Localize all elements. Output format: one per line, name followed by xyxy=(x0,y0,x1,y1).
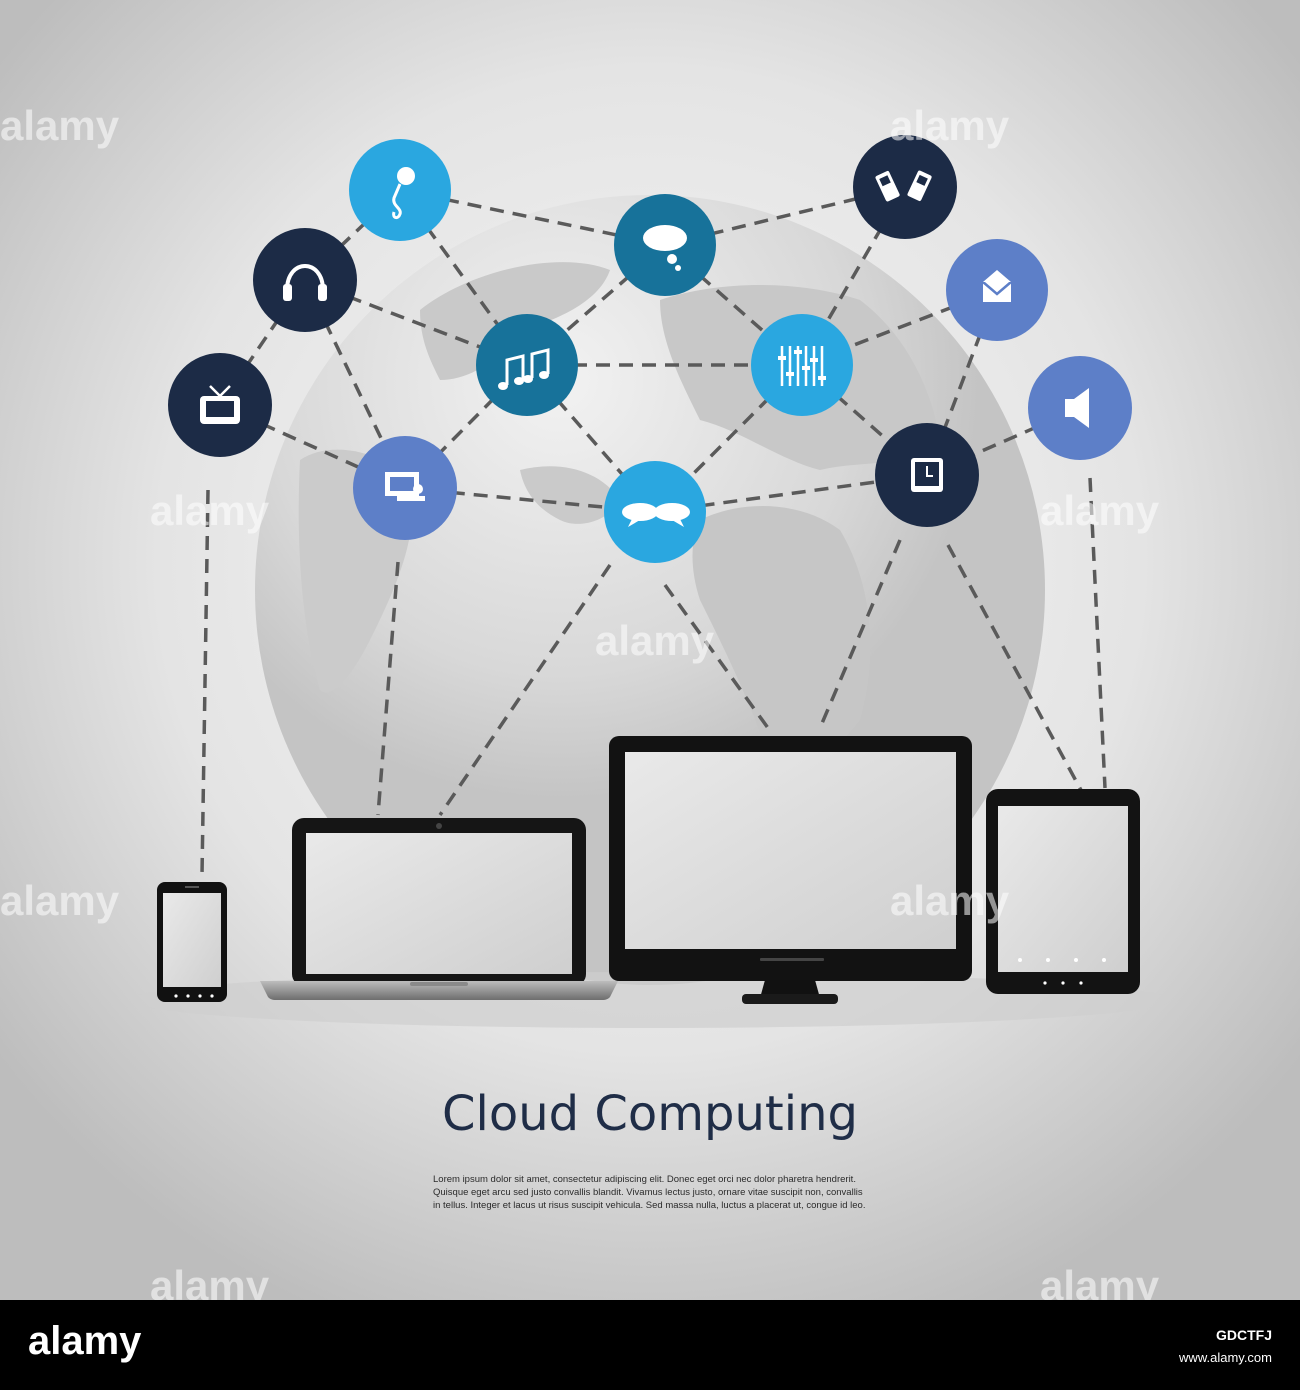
watermark: alamy xyxy=(0,877,120,924)
watermark: alamy xyxy=(1040,487,1160,534)
music-notes-icon[interactable] xyxy=(476,314,578,416)
headphones-icon[interactable] xyxy=(253,228,357,332)
microphone-icon[interactable] xyxy=(349,139,451,241)
watermark: alamy xyxy=(150,487,270,534)
footer-brand[interactable]: alamy xyxy=(28,1319,142,1363)
body-line: in tellus. Integer et lacus ut risus sus… xyxy=(433,1200,865,1211)
laptop[interactable] xyxy=(260,818,618,1000)
page-title: Cloud Computing xyxy=(442,1086,858,1142)
mobile-phones-icon[interactable] xyxy=(853,135,957,239)
watermark: alamy xyxy=(595,617,715,664)
body-line: Quisque eget arcu sed justo convallis bl… xyxy=(433,1187,863,1198)
speaker-icon[interactable] xyxy=(1028,356,1132,460)
watermark: alamy xyxy=(890,102,1010,149)
thought-bubble-icon[interactable] xyxy=(614,194,716,296)
smartphone[interactable] xyxy=(157,882,227,1002)
body-text: Lorem ipsum dolor sit amet, consectetur … xyxy=(433,1174,865,1211)
tablet[interactable] xyxy=(986,789,1140,994)
watermark: alamy xyxy=(0,102,120,149)
clock-icon[interactable] xyxy=(875,423,979,527)
watermark: alamy xyxy=(890,877,1010,924)
footer-image-id: GDCTFJ xyxy=(1216,1327,1272,1343)
mixer-sliders-icon[interactable] xyxy=(751,314,853,416)
footer-bar: alamy GDCTFJ www.alamy.com xyxy=(0,1300,1300,1390)
body-line: Lorem ipsum dolor sit amet, consectetur … xyxy=(433,1174,856,1185)
footer-site[interactable]: www.alamy.com xyxy=(1178,1350,1272,1365)
tv-icon[interactable] xyxy=(168,353,272,457)
envelope-icon[interactable] xyxy=(946,239,1048,341)
desktop-monitor[interactable] xyxy=(609,736,972,1004)
presentation-icon[interactable] xyxy=(353,436,457,540)
chat-bubbles-icon[interactable] xyxy=(604,461,706,563)
